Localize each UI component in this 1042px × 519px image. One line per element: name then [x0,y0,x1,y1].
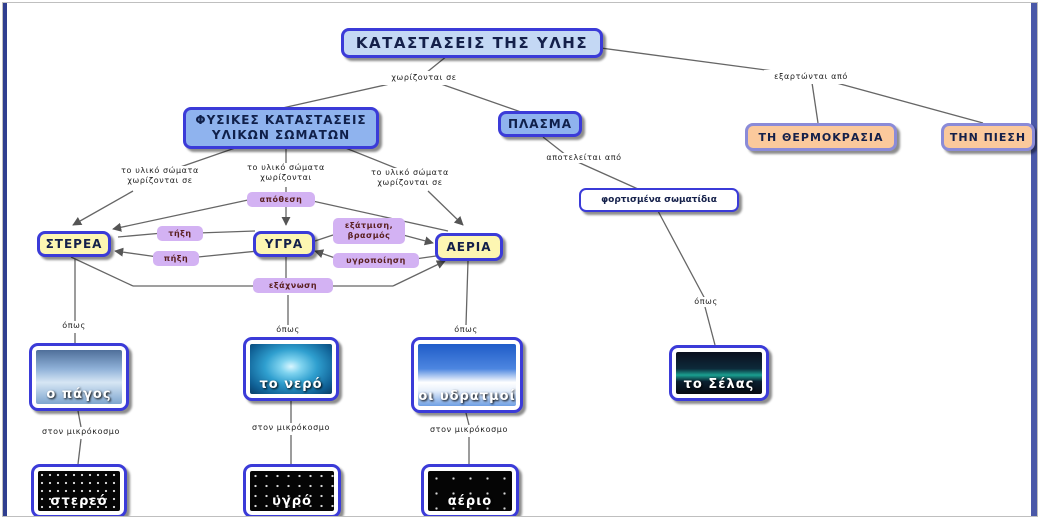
gases-node[interactable]: ΑΕΡΙΑ [435,233,503,261]
right-border-bar [1031,3,1037,516]
ice-picture: ο πάγος [36,350,122,404]
solids-node[interactable]: ΣΤΕΡΕΑ [37,231,111,257]
clouds-image-node[interactable]: οι υδρατμοί [411,337,523,413]
label-microcosm-liquid: στον μικρόκοσμο [241,423,341,433]
transition-condensation[interactable]: υγροποίηση [333,253,419,268]
aurora-caption: το Σέλας [683,377,755,392]
transition-sublimation[interactable]: εξάχνωση [253,278,333,293]
label-liquid-divided: το υλικό σώματα χωρίζονται [231,163,341,183]
temperature-node[interactable]: ΤΗ ΘΕΡΜΟΚΡΑΣΙΑ [745,123,897,151]
clouds-picture: οι υδρατμοί [418,344,516,406]
ice-caption: ο πάγος [46,387,112,402]
transition-melting[interactable]: τήξη [157,226,203,241]
solid-particles-picture: στερεό [38,471,120,511]
liquids-node[interactable]: ΥΓΡΑ [253,231,315,257]
pressure-node[interactable]: ΤΗΝ ΠΙΕΣΗ [941,123,1035,151]
water-picture: το νερό [250,344,332,394]
left-border-bar [3,3,7,516]
label-depend-on: εξαρτώνται από [764,70,858,84]
solid-particles-node[interactable]: στερεό [31,464,127,516]
water-image-node[interactable]: το νερό [243,337,339,401]
root-title-node[interactable]: ΚΑΤΑΣΤΑΣΕΙΣ ΤΗΣ ΥΛΗΣ [341,28,603,58]
ice-image-node[interactable]: ο πάγος [29,343,129,411]
gas-particles-picture: αέριο [428,471,512,511]
gas-particles-node[interactable]: αέριο [421,464,519,516]
aurora-image-node[interactable]: το Σέλας [669,345,769,401]
liquid-caption: υγρό [272,494,312,509]
clouds-caption: οι υδρατμοί [418,389,516,404]
label-such-as-liquid: όπως [273,325,303,335]
label-microcosm-solid: στον μικρόκοσμο [31,427,131,437]
water-caption: το νερό [259,377,323,392]
transition-freezing[interactable]: πήξη [153,251,199,266]
liquid-particles-node[interactable]: υγρό [243,464,341,516]
gas-caption: αέριο [447,494,493,509]
plasma-node[interactable]: ΠΛΑΣΜΑ [498,111,582,137]
charged-particles-node[interactable]: φορτισμένα σωματίδια [579,188,739,212]
transition-deposition[interactable]: απόθεση [247,192,315,207]
aurora-picture: το Σέλας [676,352,762,394]
label-such-as-aurora: όπως [691,297,721,307]
label-such-as-gas: όπως [451,325,481,335]
solid-caption: στερεό [50,494,108,509]
label-solid-divided: το υλικό σώματα χωρίζονται σε [111,166,209,186]
label-consists-of: αποτελείται από [541,153,627,163]
label-gas-divided: το υλικό σώματα χωρίζονται σε [361,168,459,188]
transition-evaporation[interactable]: εξάτμιση, βρασμός [333,218,405,244]
liquid-particles-picture: υγρό [250,471,334,511]
label-microcosm-gas: στον μικρόκοσμο [419,425,519,435]
label-such-as-solid: όπως [59,321,89,331]
label-divided-into: χωρίζονται σε [378,71,470,85]
physical-states-node[interactable]: ΦΥΣΙΚΕΣ ΚΑΤΑΣΤΑΣΕΙΣ ΥΛΙΚΩΝ ΣΩΜΑΤΩΝ [183,107,379,149]
